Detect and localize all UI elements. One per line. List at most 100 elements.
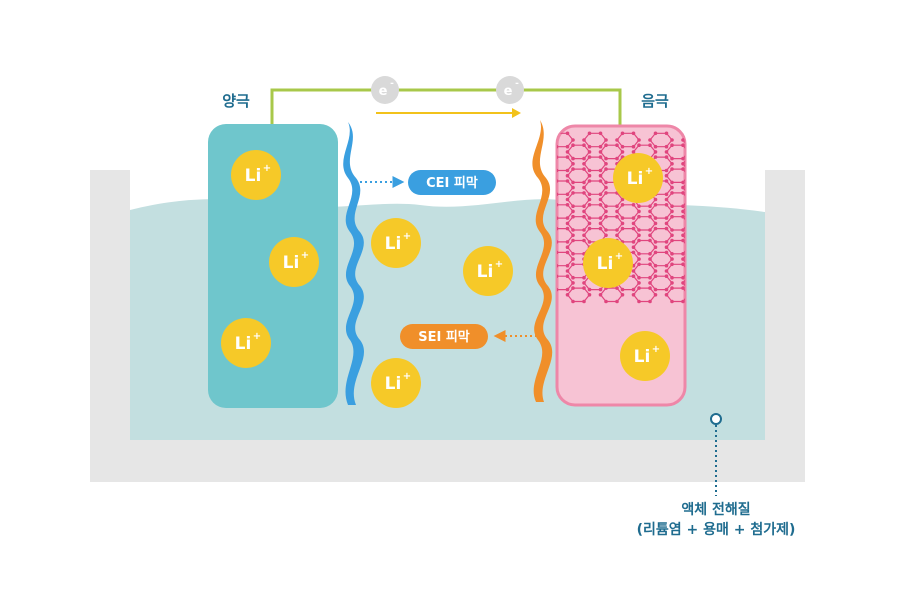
lattice-atom — [653, 293, 658, 297]
lattice-atom — [670, 228, 674, 232]
lattice-atom — [587, 287, 592, 292]
lattice-atom — [604, 180, 608, 185]
lattice-atom — [620, 293, 625, 297]
lattice-atom — [637, 257, 641, 261]
lattice-atom — [587, 240, 592, 244]
lattice-atom — [681, 238, 685, 243]
lattice-hexagon — [733, 169, 755, 182]
lattice-atom — [620, 226, 625, 231]
lattice-atom — [565, 144, 570, 149]
lattice-atom — [648, 262, 652, 267]
lattice-atom — [587, 131, 592, 136]
lattice-atom — [731, 150, 735, 154]
lattice-atom — [557, 203, 559, 207]
lattice-atom — [753, 174, 757, 178]
li-ion-charge: + — [652, 344, 660, 355]
lattice-atom — [557, 226, 559, 231]
lattice-atom — [604, 228, 608, 232]
lattice-atom — [598, 150, 603, 154]
lattice-atom — [681, 286, 685, 290]
lattice-atom — [698, 132, 702, 136]
lattice-atom — [670, 143, 674, 147]
lattice-atom — [598, 144, 603, 149]
lattice-atom — [703, 181, 707, 185]
lattice-atom — [565, 203, 570, 207]
lattice-atom — [681, 204, 685, 208]
lattice-atom — [565, 274, 570, 279]
lattice-atom — [720, 174, 724, 178]
lattice-atom — [720, 150, 724, 154]
lattice-atom — [637, 275, 641, 280]
lattice-atom — [731, 203, 735, 207]
lattice-atom — [747, 204, 751, 208]
lattice-atom — [587, 144, 592, 149]
lattice-atom — [731, 169, 735, 173]
lattice-atom — [703, 186, 707, 190]
li-ion: Li + — [231, 150, 281, 200]
lattice-atom — [571, 167, 575, 171]
lattice-atom — [736, 162, 740, 166]
lattice-atom — [648, 209, 652, 214]
lattice-atom — [557, 250, 559, 255]
lattice-atom — [571, 191, 575, 195]
lattice-atom — [681, 162, 685, 166]
lattice-atom — [620, 221, 625, 226]
lattice-atom — [571, 185, 575, 190]
electrolyte-label: 액체 전해질 — [681, 501, 750, 518]
cei-badge — [408, 170, 496, 195]
lattice-atom — [653, 245, 658, 249]
li-ion: Li + — [269, 237, 319, 287]
lattice-atom — [670, 209, 674, 214]
lattice-atom — [598, 221, 603, 226]
lattice-atom — [687, 155, 691, 159]
lattice-atom — [549, 162, 553, 166]
lattice-atom — [648, 238, 652, 243]
lattice-atom — [653, 226, 658, 231]
lattice-atom — [587, 226, 592, 231]
lattice-atom — [598, 168, 603, 173]
lattice-atom — [703, 157, 707, 161]
lattice-atom — [582, 143, 586, 147]
lattice-atom — [648, 286, 652, 290]
lattice-atom — [653, 203, 658, 207]
lattice-atom — [698, 169, 702, 173]
lattice-atom — [582, 299, 586, 304]
lattice-atom — [714, 157, 718, 161]
lattice-atom — [670, 214, 674, 219]
lattice-atom — [615, 214, 619, 219]
li-ion-symbol: Li — [627, 169, 644, 189]
li-ion: Li + — [463, 246, 513, 296]
lattice-atom — [670, 281, 674, 285]
lattice-atom — [698, 150, 702, 154]
lattice-atom — [664, 131, 669, 136]
lattice-atom — [565, 263, 570, 268]
lattice-atom — [557, 240, 559, 244]
lattice-atom — [587, 216, 592, 220]
lattice-atom — [582, 238, 586, 243]
lattice-atom — [753, 198, 757, 202]
lattice-atom — [557, 216, 559, 220]
lattice-atom — [731, 198, 735, 202]
lattice-atom — [631, 240, 636, 244]
lattice-atom — [664, 269, 669, 273]
lattice-atom — [615, 209, 619, 214]
lattice-atom — [731, 132, 735, 136]
lattice-atom — [681, 185, 685, 190]
lattice-atom — [703, 162, 707, 166]
lattice-atom — [557, 192, 559, 197]
lattice-atom — [571, 209, 575, 214]
sei-badge — [400, 324, 488, 349]
lattice-atom — [670, 162, 674, 166]
lattice-atom — [698, 174, 702, 178]
lattice-atom — [565, 168, 570, 173]
lattice-atom — [698, 155, 702, 159]
lattice-atom — [664, 197, 669, 202]
lattice-atom — [571, 162, 575, 166]
lattice-atom — [631, 216, 636, 220]
lattice-hexagon — [700, 193, 722, 206]
lattice-atom — [631, 274, 636, 279]
electrolyte-container — [90, 170, 805, 482]
lattice-atom — [571, 286, 575, 290]
anode-label: 음극 — [641, 92, 669, 110]
